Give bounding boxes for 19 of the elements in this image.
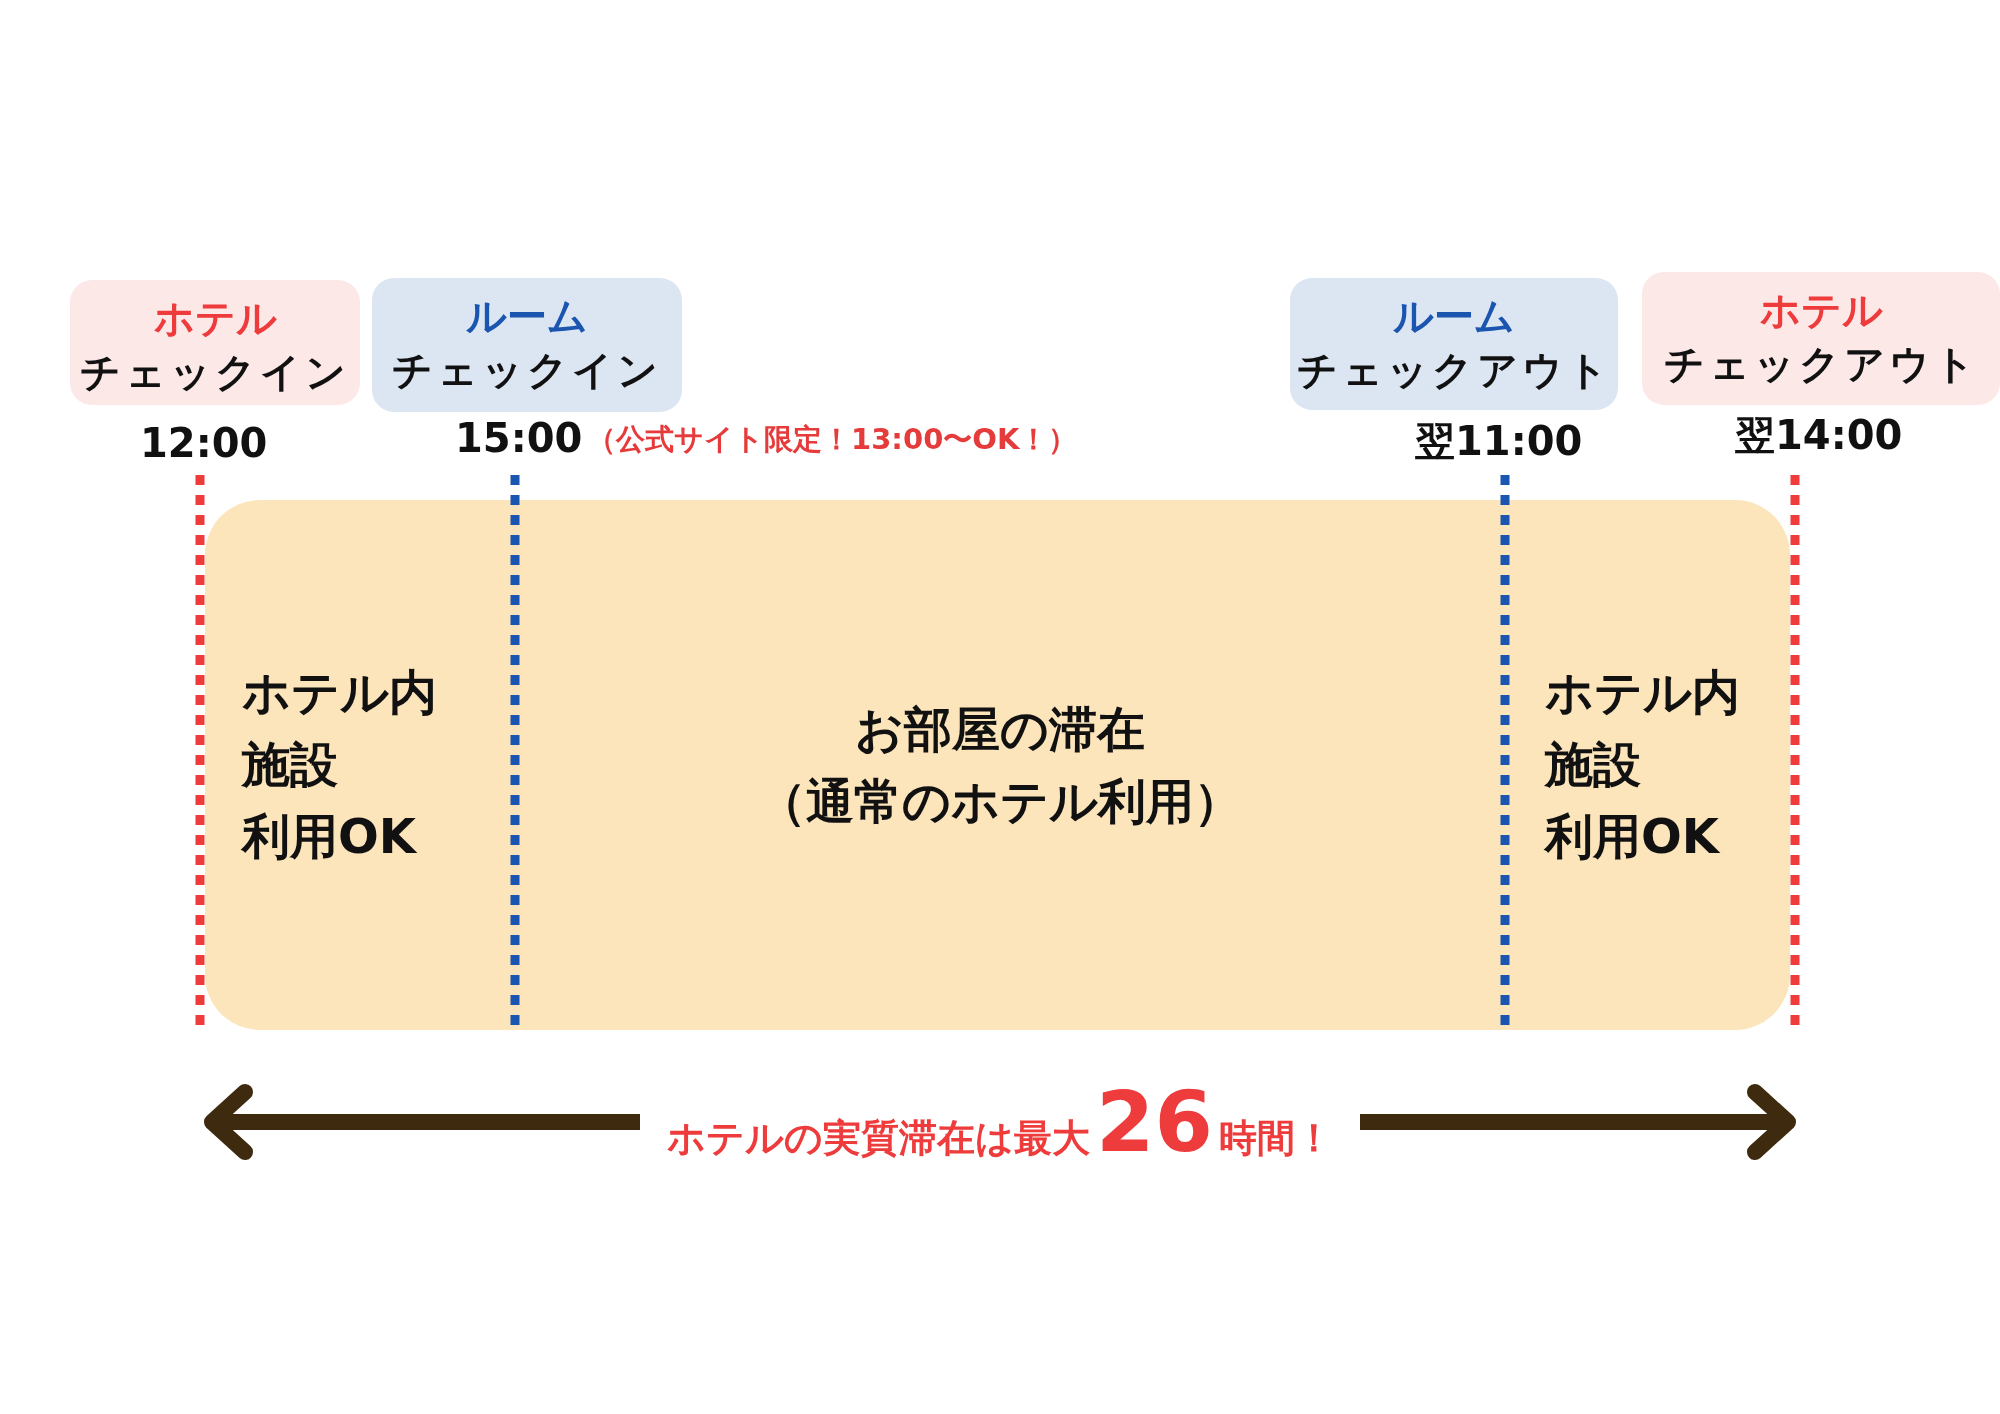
tag-text: チェックアウト — [1295, 346, 1613, 395]
time-label: 翌11:00 — [1415, 417, 1583, 466]
segment-text: ホテル内施設利用OK — [242, 663, 438, 866]
tag-text: チェックイン — [391, 346, 663, 395]
tag-heading: ルーム — [1392, 292, 1516, 341]
tag-text: チェックアウト — [1662, 340, 1980, 389]
label-tag — [372, 278, 682, 412]
time-label: 15:00 — [455, 415, 583, 461]
tag-heading: ルーム — [465, 292, 589, 341]
label-tag — [1290, 278, 1618, 410]
tag-heading: ホテル — [152, 294, 278, 343]
time-label: 翌14:00 — [1735, 411, 1903, 460]
stay-band — [205, 500, 1790, 1030]
tag-text: チェックイン — [79, 348, 351, 397]
segment-text: お部屋の滞在（通常のホテル利用） — [757, 700, 1243, 831]
time-label: 12:00 — [140, 420, 268, 466]
note-text: （公式サイト限定！13:00〜OK！） — [587, 421, 1078, 458]
tag-heading: ホテル — [1758, 286, 1884, 335]
segment-text: ホテル内施設利用OK — [1545, 663, 1741, 866]
